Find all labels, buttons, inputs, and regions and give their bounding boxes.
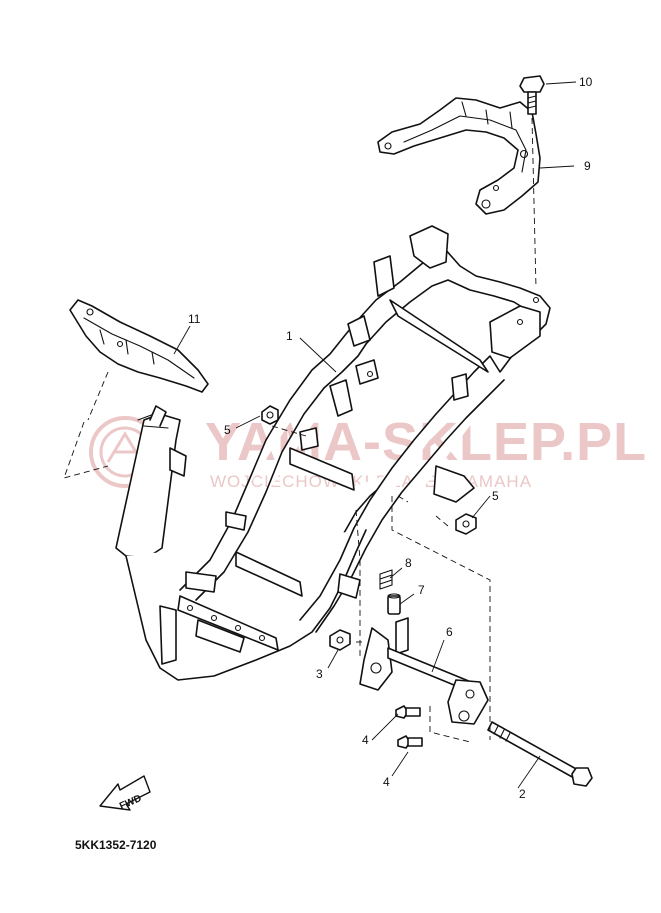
callouts: 1 2 3 4 4 5 5 6 7 8 9 10 11 [188,75,593,801]
callout-11: 11 [188,312,201,326]
leader-lines [173,81,577,789]
callout-9: 9 [584,159,591,173]
callout-6: 6 [446,625,453,639]
callout-2: 2 [519,787,526,801]
callout-3: 3 [316,667,323,681]
fwd-arrow-icon: FWD [99,775,151,812]
callout-5a: 5 [224,423,231,437]
spring-part-8 [379,569,393,590]
engine-bracket-part-6 [359,617,489,725]
callout-7: 7 [418,583,425,597]
callout-10: 10 [579,75,593,89]
main-frame-part-1 [115,225,551,681]
nut-part-5a [261,405,279,425]
rear-bracket-part-9 [377,97,541,215]
long-bolt-part-2 [487,721,593,787]
diagram-part-number: 5KK1352-7120 [75,838,157,852]
callout-8: 8 [405,556,412,570]
front-bracket-part-11 [69,299,209,393]
callout-1: 1 [286,329,293,343]
assembly-lines [63,117,537,743]
callout-4a: 4 [362,733,369,747]
callout-4b: 4 [383,775,390,789]
bolt-part-4b [397,735,423,749]
nut-part-5b [455,513,477,535]
callout-5b: 5 [492,489,499,503]
collar-part-7 [387,593,401,615]
bolt-part-4a [395,705,421,719]
bolt-part-10 [519,75,545,115]
nut-part-3 [329,629,351,651]
